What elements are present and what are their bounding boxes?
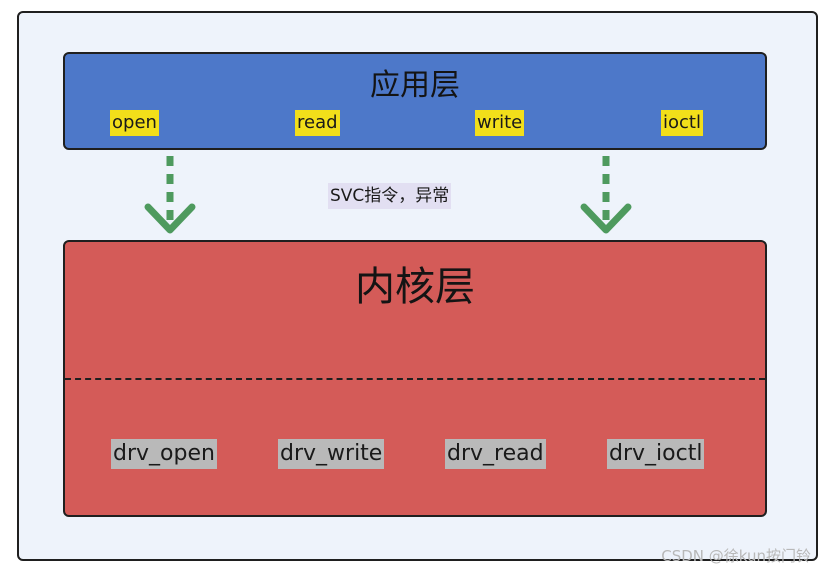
app-layer-box: 应用层 open read write ioctl — [63, 52, 767, 150]
call-read: read — [295, 110, 340, 136]
call-open: open — [110, 110, 159, 136]
right-down-arrow-icon — [580, 156, 632, 234]
left-down-arrow-icon — [144, 156, 196, 234]
app-layer-title: 应用层 — [370, 68, 460, 103]
driver-open: drv_open — [111, 439, 217, 469]
driver-write: drv_write — [278, 439, 385, 469]
svc-exception-label: SVC指令，异常 — [328, 183, 452, 209]
kernel-layer-box: 内核层 drv_open drv_write drv_read drv_ioct… — [63, 240, 767, 517]
call-write: write — [475, 110, 525, 136]
call-ioctl: ioctl — [661, 110, 703, 136]
driver-ioctl: drv_ioctl — [607, 439, 705, 469]
kernel-divider — [65, 378, 765, 380]
kernel-layer-title: 内核层 — [355, 264, 475, 310]
driver-read: drv_read — [445, 439, 546, 469]
watermark: CSDN @徐kun按门铃 — [661, 547, 811, 565]
